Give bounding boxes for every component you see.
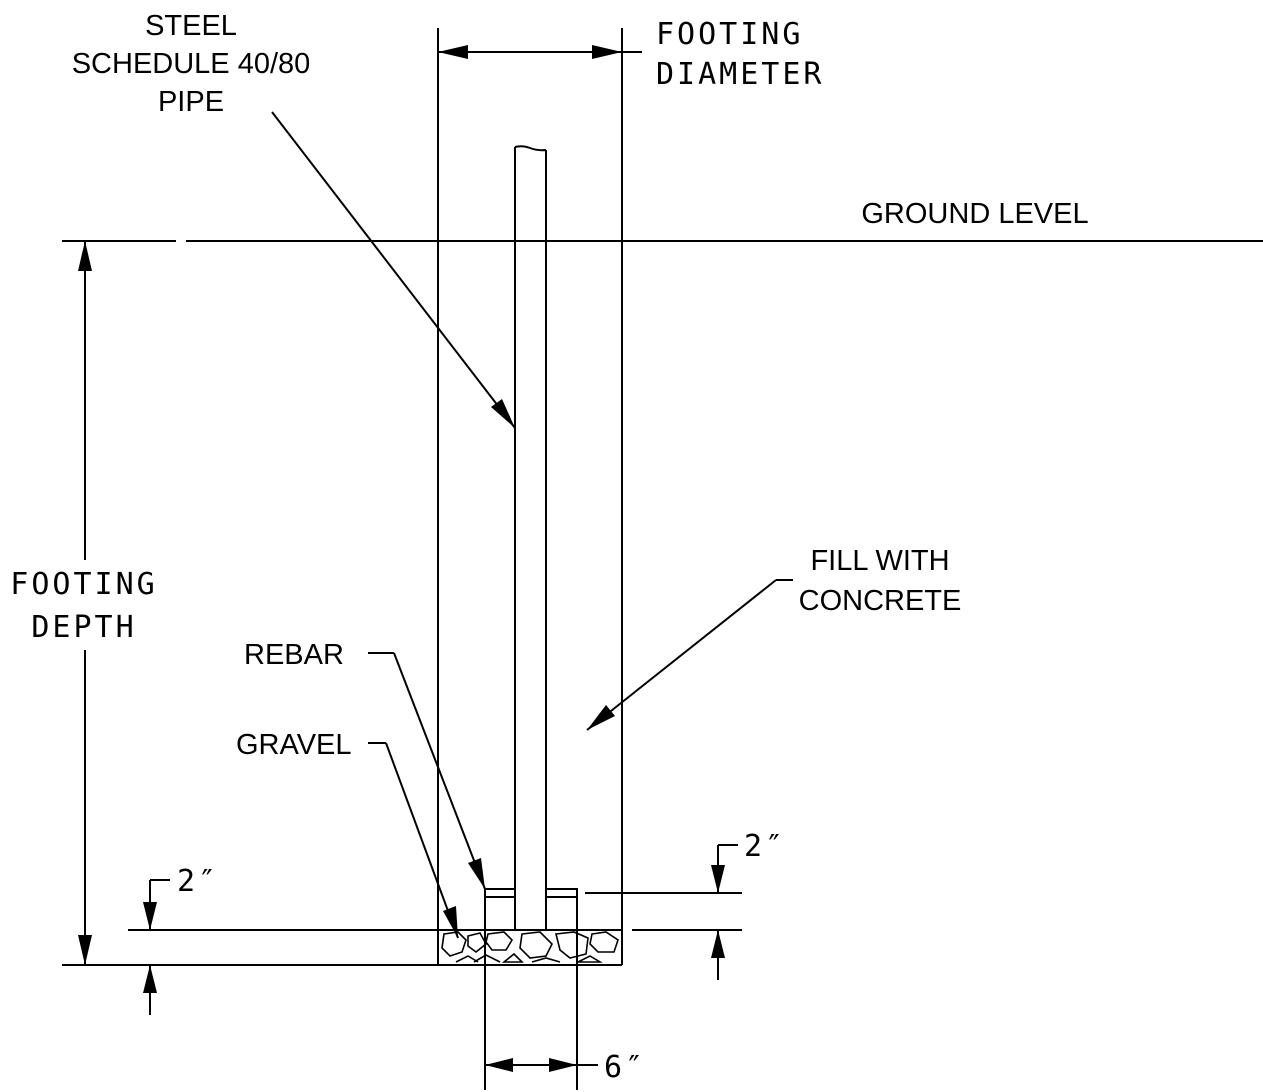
svg-text:STEEL: STEEL	[145, 10, 237, 42]
svg-text:FOOTING: FOOTING	[656, 17, 803, 52]
svg-text:CONCRETE: CONCRETE	[799, 585, 962, 617]
steel-pipe	[514, 145, 547, 930]
footing-depth-label: FOOTING DEPTH	[10, 567, 157, 645]
rebar-offset-dimension	[711, 844, 738, 980]
ground-level-label: GROUND LEVEL	[861, 198, 1088, 230]
gravel-depth-dimension	[143, 879, 170, 1015]
svg-text:DIAMETER: DIAMETER	[656, 57, 825, 92]
fill-concrete-label: FILL WITH CONCRETE	[799, 545, 962, 617]
rebar-label: REBAR	[244, 639, 344, 671]
gravel-leader	[368, 742, 459, 939]
footing-diameter-label: FOOTING DIAMETER	[656, 17, 825, 92]
gravel-label: GRAVEL	[236, 729, 352, 761]
gravel	[441, 931, 619, 963]
svg-text:FILL WITH: FILL WITH	[810, 545, 949, 577]
rebar-offset-value: 2″	[744, 829, 786, 864]
gravel-depth-value: 2″	[177, 864, 219, 899]
pipe-label: STEEL SCHEDULE 40/80 PIPE	[72, 10, 311, 118]
rebar-width-dimension	[484, 897, 598, 1090]
svg-text:SCHEDULE 40/80: SCHEDULE 40/80	[72, 48, 311, 80]
rebar-width-value: 6″	[604, 1050, 646, 1085]
svg-text:DEPTH: DEPTH	[31, 610, 136, 645]
rebar	[484, 888, 578, 898]
concrete-leader	[586, 579, 793, 731]
rebar-leader	[368, 652, 486, 890]
footing-diameter-dimension	[438, 45, 642, 59]
footing-depth-dimension	[78, 241, 92, 965]
svg-text:PIPE: PIPE	[158, 86, 224, 118]
svg-text:FOOTING: FOOTING	[10, 567, 157, 602]
pipe-leader	[271, 111, 516, 429]
